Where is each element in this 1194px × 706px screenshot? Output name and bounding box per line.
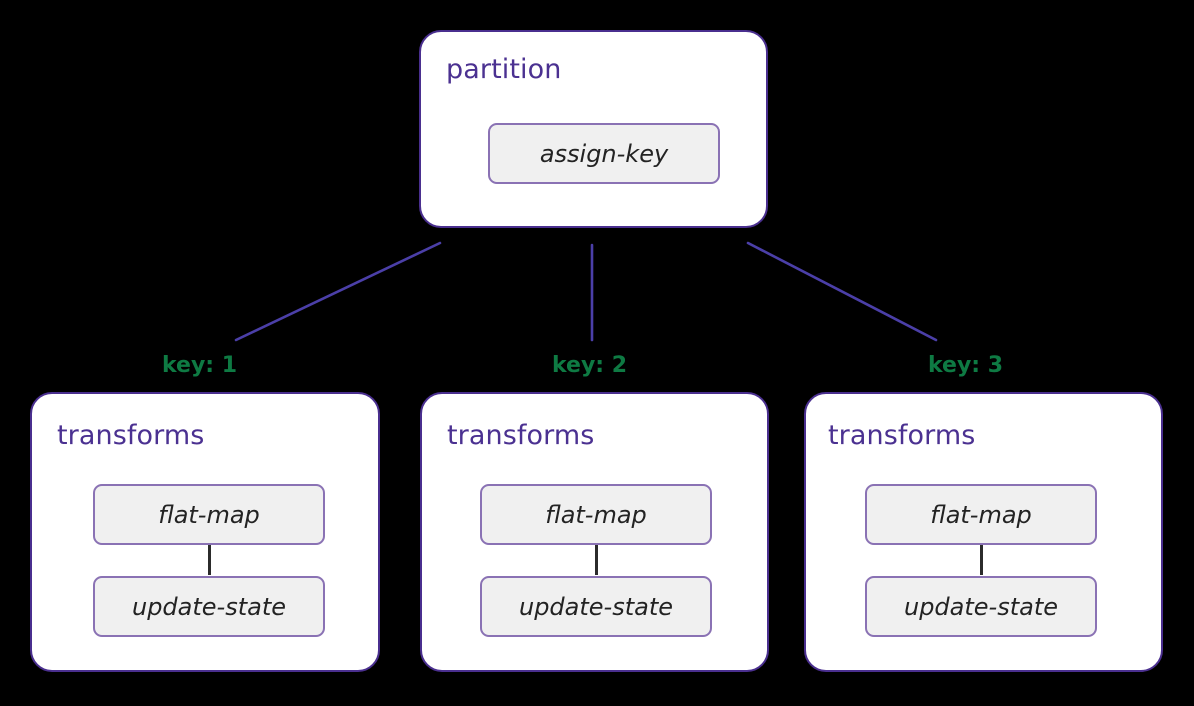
transforms-title-3: transforms — [828, 420, 976, 451]
transform-operation-update-state-2[interactable]: update-state — [480, 576, 712, 637]
transforms-title-2: transforms — [447, 420, 595, 451]
transform-operation-update-state-1[interactable]: update-state — [93, 576, 325, 637]
transforms-node-2[interactable]: transforms flat-map update-state — [420, 392, 769, 672]
key-label-2: key: 2 — [552, 353, 628, 378]
transform-operation-flat-map-3[interactable]: flat-map — [865, 484, 1097, 545]
transform-operation-label: update-state — [518, 592, 674, 621]
transform-operation-label: flat-map — [930, 500, 1032, 529]
partition-title: partition — [446, 54, 562, 85]
partition-node[interactable]: partition assign-key — [419, 30, 768, 228]
key-label-3: key: 3 — [928, 353, 1004, 378]
key-label-1: key: 1 — [162, 353, 238, 378]
inner-connector-1 — [208, 545, 211, 575]
transform-operation-update-state-3[interactable]: update-state — [865, 576, 1097, 637]
transform-operation-label: flat-map — [545, 500, 647, 529]
edge-to-branch-3 — [746, 241, 938, 342]
inner-connector-2 — [595, 545, 598, 575]
transform-operation-label: flat-map — [158, 500, 260, 529]
transform-operation-flat-map-2[interactable]: flat-map — [480, 484, 712, 545]
transform-operation-label: update-state — [903, 592, 1059, 621]
transforms-node-3[interactable]: transforms flat-map update-state — [804, 392, 1163, 672]
edge-to-branch-1 — [234, 241, 442, 342]
inner-connector-3 — [980, 545, 983, 575]
transforms-title-1: transforms — [57, 420, 205, 451]
partition-operation-label: assign-key — [539, 139, 669, 168]
transform-operation-label: update-state — [131, 592, 287, 621]
transform-operation-flat-map-1[interactable]: flat-map — [93, 484, 325, 545]
transforms-node-1[interactable]: transforms flat-map update-state — [30, 392, 380, 672]
partition-operation-assign-key[interactable]: assign-key — [488, 123, 720, 184]
